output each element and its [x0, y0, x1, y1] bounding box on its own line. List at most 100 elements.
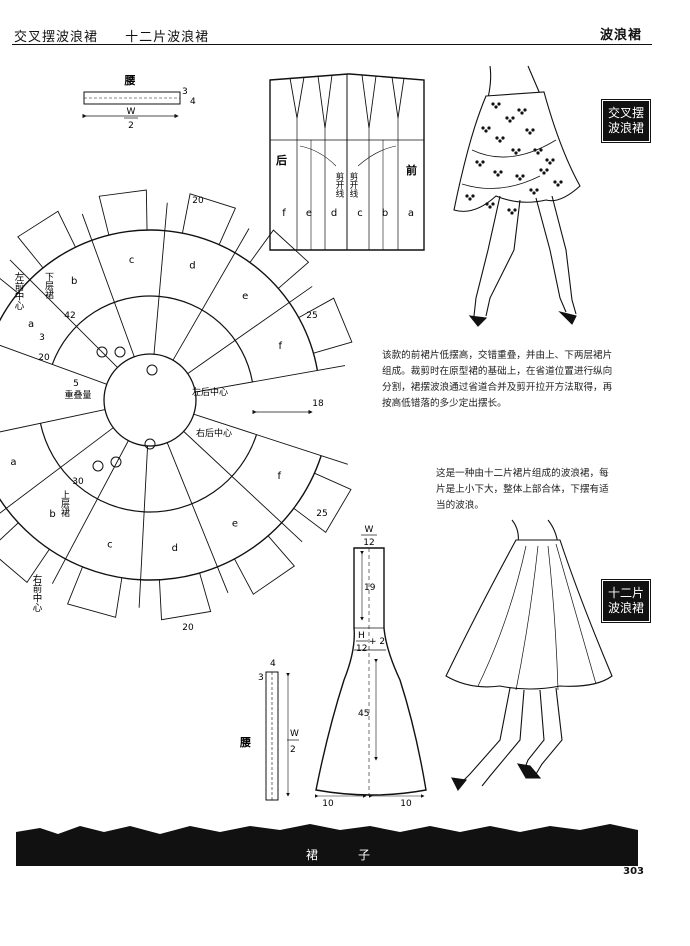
cut-line-label-left: 剪开线	[334, 171, 344, 197]
print-dot	[508, 119, 512, 123]
upper-fan-panel-label: f	[279, 341, 283, 352]
upper-fan-strip-edge	[195, 365, 346, 393]
print-dot	[517, 108, 521, 112]
print-dot	[475, 160, 479, 164]
print-dot	[525, 128, 529, 132]
figure-cross-hem-skirt	[453, 65, 581, 327]
notch-mark	[146, 364, 158, 376]
dim-4: 4	[190, 97, 196, 107]
print-dot	[513, 208, 517, 212]
print-dot	[539, 168, 543, 172]
section-e: e	[306, 208, 312, 219]
panel-dim-19: 19	[364, 583, 376, 593]
fan-dim-20-left: 20	[38, 353, 50, 363]
print-dot	[471, 194, 475, 198]
upper-fan-strip-edge	[9, 259, 118, 368]
fan-dim-42: 42	[64, 311, 75, 321]
lower-fan-extension	[293, 472, 352, 534]
section-a: a	[408, 208, 414, 219]
hem-dim-right: 10	[400, 799, 412, 809]
print-dot	[531, 128, 535, 132]
wb-w-label: W	[290, 729, 299, 739]
figure-twelve-piece-skirt	[445, 519, 613, 792]
print-dot	[484, 129, 488, 133]
print-dot	[545, 158, 549, 162]
lower-fan-extension	[0, 522, 50, 584]
print-dot	[542, 171, 546, 175]
panel-h-plus: + 2	[369, 637, 385, 647]
notch-mark	[110, 456, 122, 468]
print-dot	[536, 151, 540, 155]
upper-fan-extension	[181, 193, 237, 245]
print-dot	[535, 188, 539, 192]
footer-title: 裙 子	[305, 848, 384, 862]
panel-h-label: H	[358, 631, 365, 641]
notch-mark	[144, 438, 156, 450]
upper-fan-panel-label: d	[189, 261, 195, 272]
print-dot	[514, 151, 518, 155]
lower-fan-hem-arc	[0, 455, 322, 581]
notch-mark	[96, 346, 108, 358]
header-item-twelve-piece: 十二片波浪裙	[125, 30, 210, 45]
upper-fan-strip-edge	[172, 228, 250, 361]
lower-fan-strip-edge	[0, 409, 106, 433]
tab-line: 波浪裙	[607, 601, 644, 615]
print-dot	[556, 183, 560, 187]
print-dot	[521, 174, 525, 178]
print-dot	[510, 211, 514, 215]
section-d: d	[331, 208, 337, 219]
fan-dim-30: 30	[72, 477, 84, 487]
header-breadcrumb: 交叉摆波浪裙 十二片波浪裙	[14, 26, 231, 45]
wb-dim-3: 3	[258, 673, 264, 683]
print-dot	[505, 116, 509, 120]
fan-dim-20-bottom: 20	[182, 623, 194, 633]
tab-line: 波浪裙	[607, 121, 644, 135]
print-dot	[523, 108, 527, 112]
print-dot	[529, 188, 533, 192]
print-dot	[511, 116, 515, 120]
panel-w-divisor: 12	[363, 538, 374, 548]
upper-fan-extension	[0, 277, 19, 294]
print-dot	[511, 148, 515, 152]
right-front-center-label: 右前中心	[31, 573, 43, 612]
header-divider	[12, 44, 652, 45]
print-dot	[533, 148, 537, 152]
print-dot	[515, 174, 519, 178]
upper-fan-panel-label: e	[242, 291, 248, 302]
print-dot	[548, 161, 552, 165]
page-number: 303	[623, 866, 644, 877]
fan-dim-3: 3	[39, 333, 45, 343]
upper-fan-extension	[17, 210, 76, 269]
lower-fan-extension	[158, 572, 212, 621]
print-dot	[496, 173, 500, 177]
print-dot	[520, 111, 524, 115]
back-label: 后	[276, 153, 287, 167]
print-dot	[487, 126, 491, 130]
print-dot	[481, 126, 485, 130]
print-dot	[507, 208, 511, 212]
upper-fan-strip-edge	[0, 344, 107, 385]
print-dot	[491, 102, 495, 106]
lower-fan-panel-label: c	[107, 540, 113, 551]
print-dot	[468, 197, 472, 201]
panel-dim-45: 45	[358, 709, 369, 719]
upper-layer-label: 上层裙	[59, 490, 70, 518]
fan-dim-18: 18	[312, 399, 324, 409]
lower-fan-panel-label: a	[10, 457, 16, 468]
lower-fan-strip-edge	[183, 431, 303, 543]
upper-fan-layer-arc	[51, 295, 254, 383]
left-front-center-label: 左前中心	[13, 271, 25, 310]
tab-line: 十二片	[607, 586, 644, 600]
waistband-label: 腰	[124, 74, 136, 87]
print-dot	[501, 136, 505, 140]
wb-label: 腰	[239, 736, 251, 749]
section-c: c	[357, 208, 363, 219]
print-dot	[465, 194, 469, 198]
lower-fan-panel-label: b	[49, 509, 55, 520]
lower-fan-panel-label: e	[232, 519, 238, 530]
print-dot	[528, 131, 532, 135]
left-back-center-label: 左后中心	[192, 386, 228, 398]
print-dot	[493, 170, 497, 174]
waist-circle	[103, 353, 197, 447]
